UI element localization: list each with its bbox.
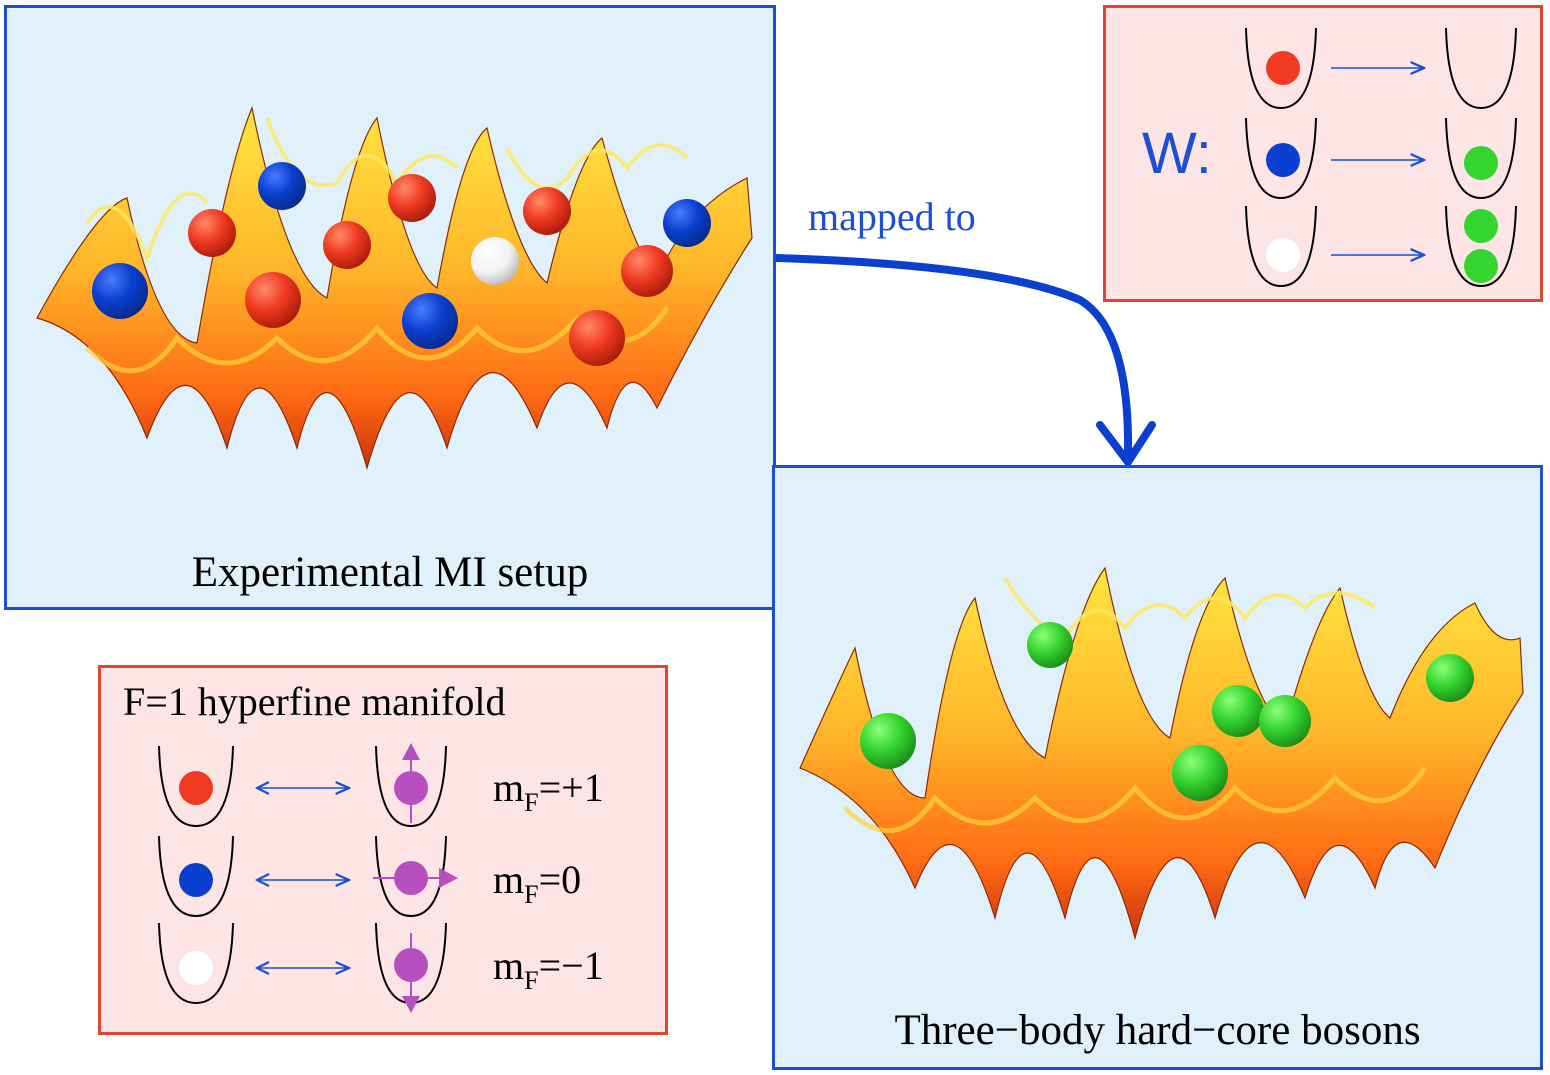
atom-red [245, 272, 301, 328]
spin-up [394, 743, 428, 823]
atom-green [1426, 654, 1474, 702]
well [1245, 117, 1317, 200]
mf-label-0: mF=0 [493, 857, 582, 909]
w-label: W: [1142, 121, 1212, 186]
hyperfine-panel: F=1 hyperfine manifold [98, 665, 668, 1035]
atom-red [621, 245, 673, 297]
well [1445, 27, 1517, 110]
well [1245, 205, 1317, 288]
lattice-surface [799, 566, 1524, 941]
atom-green [1172, 745, 1228, 801]
atom-blue [179, 863, 213, 897]
experimental-panel: Experimental MI setup [4, 5, 776, 610]
three-body-atoms [860, 622, 1474, 801]
atom-green [1212, 685, 1264, 737]
atom-white [1266, 238, 1300, 272]
hyperfine-wells [158, 743, 458, 1013]
well [1445, 117, 1517, 200]
atom-green [1259, 695, 1311, 747]
atom-white [471, 237, 519, 285]
spin-zero [373, 861, 458, 895]
atom-red [188, 209, 236, 257]
well [158, 922, 234, 1005]
lattice-surface [36, 105, 753, 471]
atom-red [1266, 51, 1300, 85]
w-map-panel: W: [1103, 5, 1543, 302]
atom-red [323, 221, 371, 269]
atom-green [1027, 622, 1073, 668]
mf-label-minus1: mF=−1 [493, 943, 604, 995]
mapped-to-label: mapped to [808, 194, 976, 239]
mf-label-plus1: mF=+1 [493, 765, 604, 817]
atom-red [179, 771, 213, 805]
atom-blue [92, 263, 148, 319]
experimental-lattice [36, 105, 753, 471]
atom-red [523, 187, 571, 235]
w-map-wells [1245, 27, 1517, 288]
atom-green [1464, 146, 1498, 180]
well [158, 835, 234, 918]
well [375, 745, 447, 828]
atom-blue [402, 293, 458, 349]
well [1445, 205, 1517, 288]
atom-green [860, 713, 916, 769]
atom-blue [663, 199, 711, 247]
atom-blue [258, 162, 306, 210]
three-body-caption: Three−body hard−core bosons [894, 1007, 1421, 1054]
atom-red [569, 310, 625, 366]
well [158, 745, 234, 828]
atom-green [1464, 209, 1498, 243]
experimental-caption: Experimental MI setup [191, 549, 589, 596]
spin-down [394, 933, 428, 1013]
well [1245, 27, 1317, 110]
three-body-panel: Three−body hard−core bosons [772, 465, 1543, 1070]
atom-red [388, 174, 436, 222]
experimental-atoms [92, 162, 711, 366]
atom-white [179, 951, 213, 985]
atom-blue [1266, 143, 1300, 177]
three-body-lattice [799, 566, 1524, 941]
atom-green [1464, 249, 1498, 283]
hyperfine-title: F=1 hyperfine manifold [123, 679, 506, 724]
